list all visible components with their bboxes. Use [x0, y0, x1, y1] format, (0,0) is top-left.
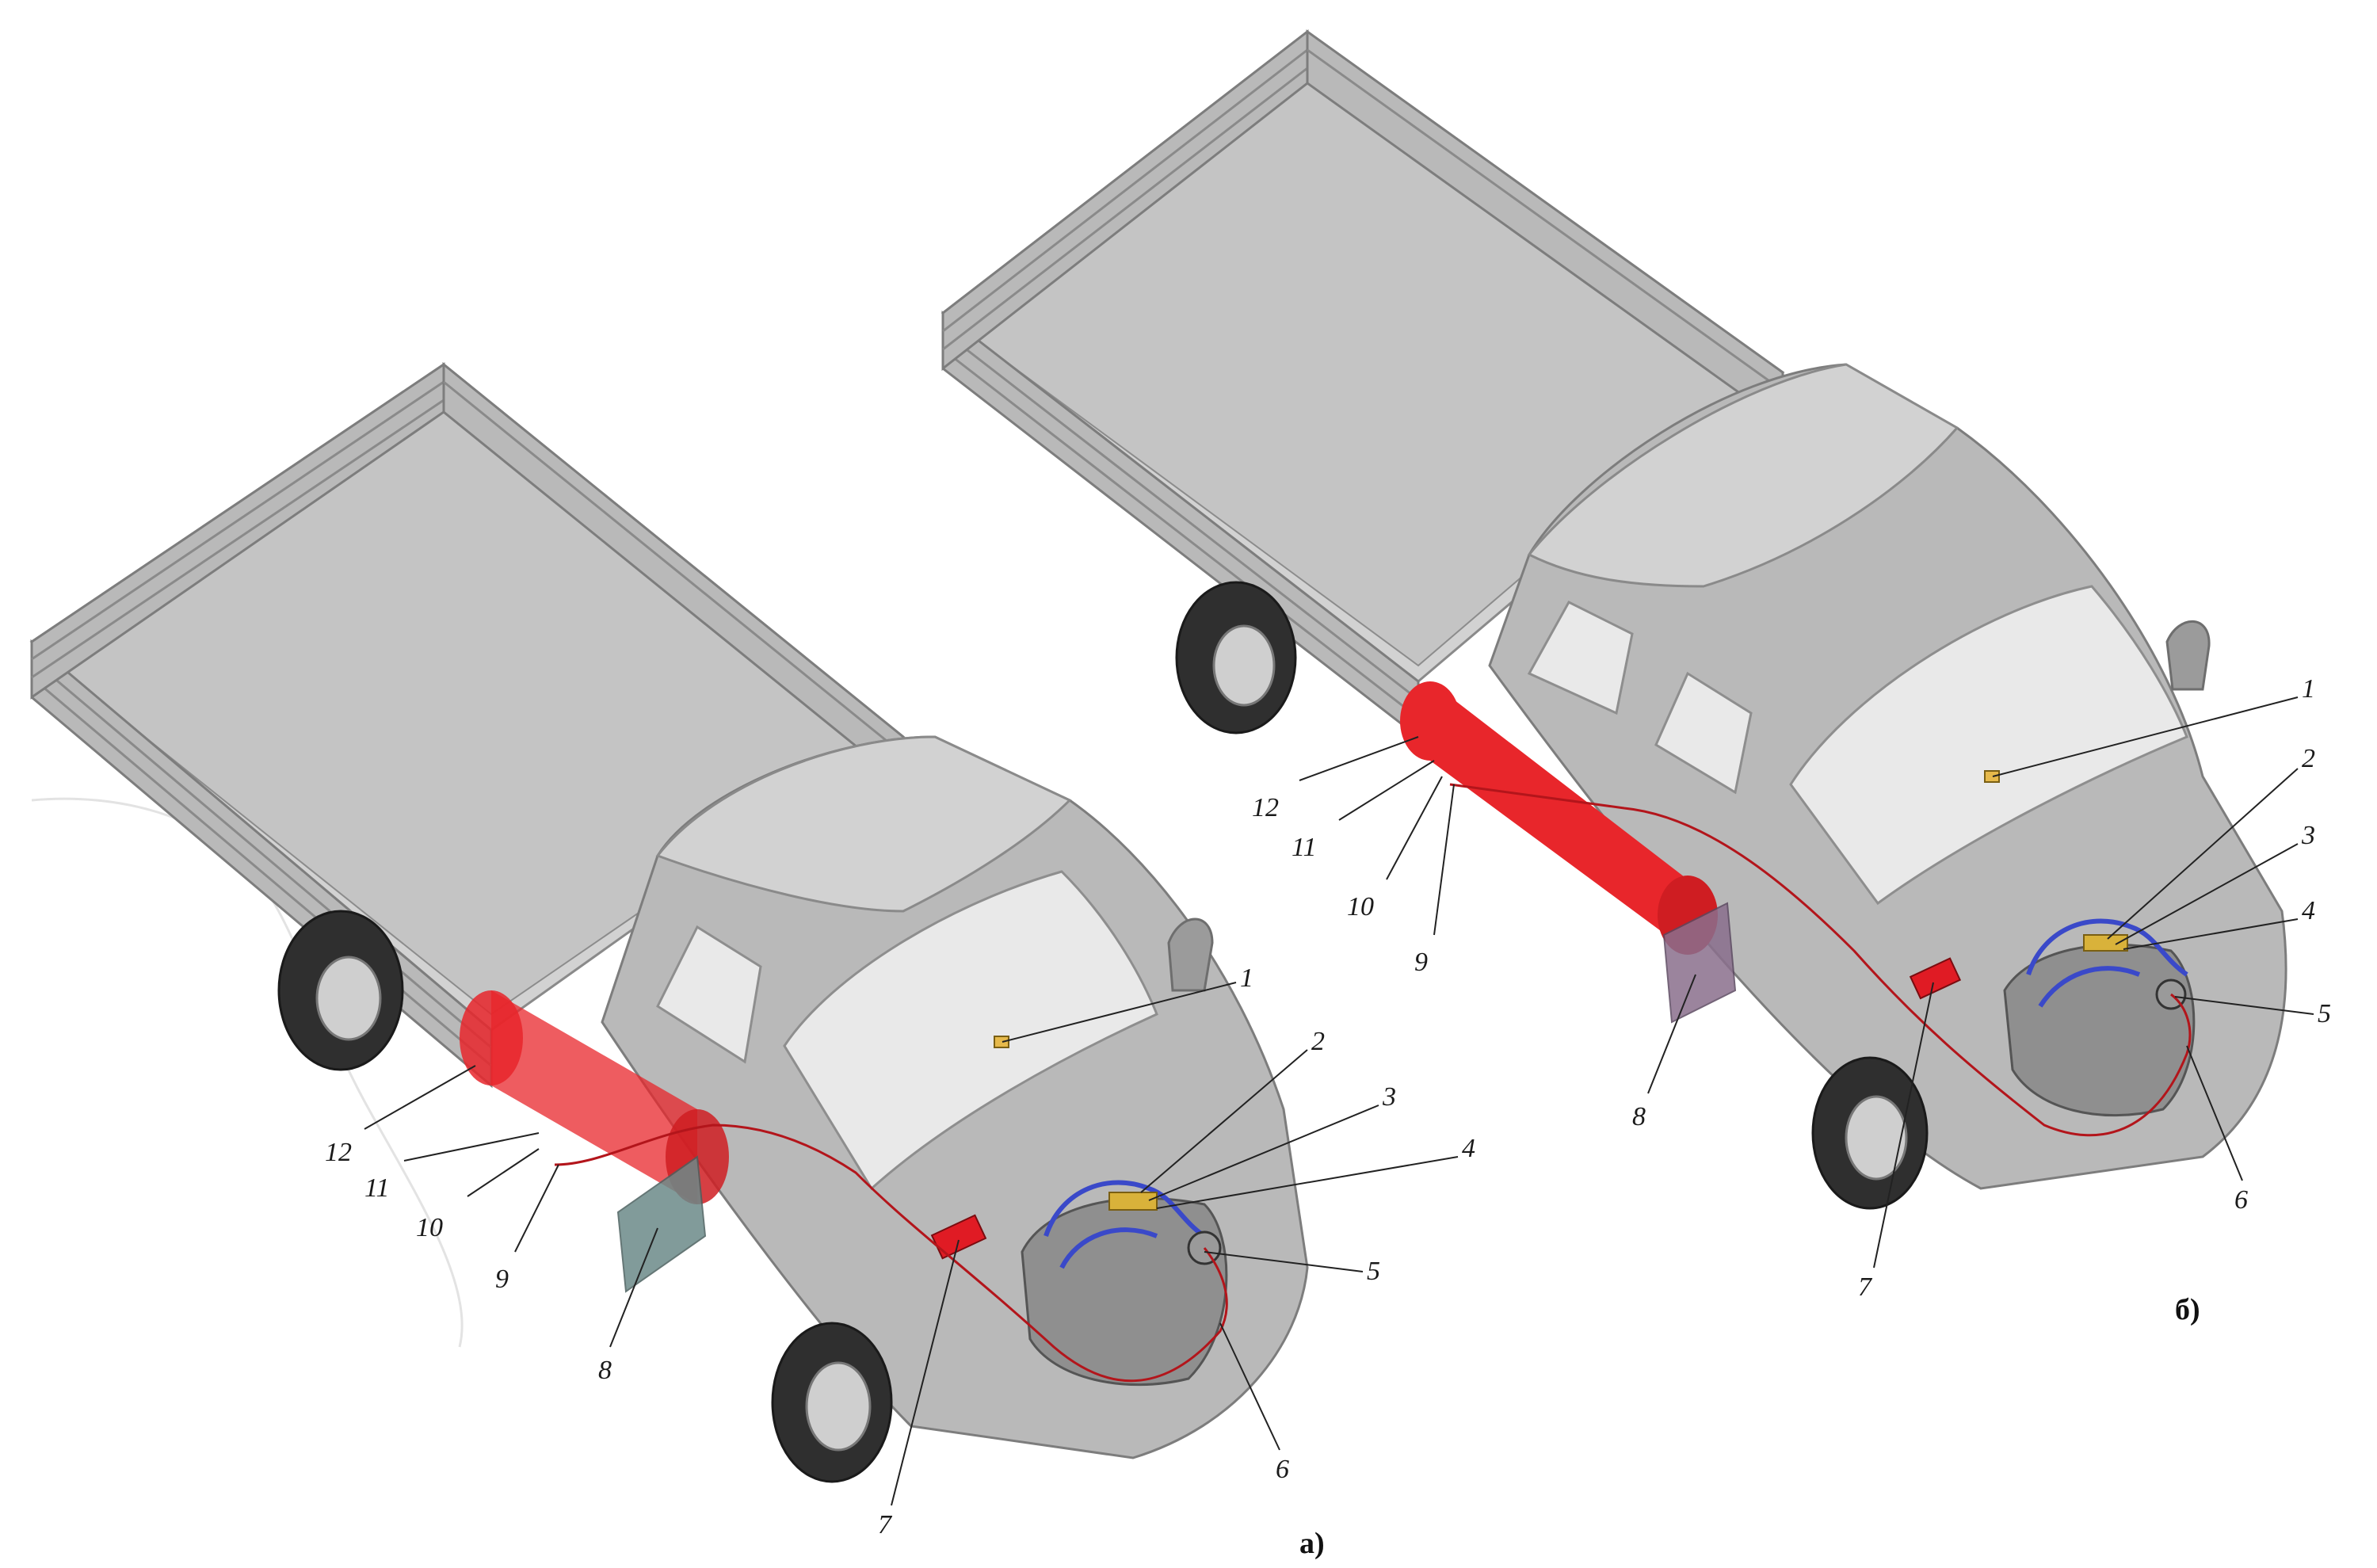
intake-hoses-b	[2026, 918, 2188, 977]
bed-slat-a2	[31, 676, 492, 1067]
bed-slat-a1	[31, 658, 492, 1049]
callout-b-2: 2	[2302, 744, 2315, 773]
callout-b-6: 6	[2234, 1185, 2248, 1215]
side-window-b2	[1654, 671, 1753, 795]
callout-b-11: 11	[1292, 833, 1316, 862]
callout-b-5: 5	[2318, 999, 2331, 1028]
callout-a-2: 2	[1311, 1027, 1325, 1056]
gas-injector-rail-b	[2083, 934, 2128, 952]
gas-injector-rail-a	[1108, 1192, 1158, 1211]
bed-slat-b5	[1307, 48, 1784, 392]
bed-slat-a3	[31, 380, 444, 661]
truck-a	[29, 361, 1309, 1483]
mirror-a	[1167, 918, 1214, 992]
caption-b: б)	[2175, 1293, 2200, 1326]
callout-b-3: 3	[2301, 821, 2315, 850]
front-rim-b	[1845, 1095, 1908, 1181]
callouts-b: 1 2 3 4 5 6 7 8 9 10 11 12	[1252, 674, 2331, 1302]
callout-a-3: 3	[1382, 1082, 1396, 1112]
bed-slat-a5	[443, 380, 904, 756]
rear-rim-b	[1212, 624, 1276, 707]
callout-b-8: 8	[1632, 1102, 1646, 1131]
ecu-unit-b	[1909, 957, 1962, 1000]
callout-a-4: 4	[1462, 1134, 1475, 1163]
windshield-b	[1789, 585, 2188, 906]
callout-b-12: 12	[1252, 793, 1279, 822]
side-window-a	[656, 925, 762, 1064]
cab-roof-a	[655, 735, 1072, 913]
callout-a-5: 5	[1367, 1257, 1380, 1286]
gas-line-b	[1449, 783, 2192, 1137]
front-rim-a	[805, 1361, 872, 1452]
rear-rim-a	[315, 956, 382, 1041]
side-window-b1	[1527, 601, 1634, 715]
callout-a-1: 1	[1240, 963, 1253, 993]
bed-slat-b4	[942, 67, 1308, 351]
filler-unit-b	[1662, 902, 1737, 1024]
bed-slat-b3	[942, 48, 1308, 333]
intake-hoses-b2	[2038, 966, 2141, 1008]
callout-a-9: 9	[495, 1265, 509, 1294]
callout-a-8: 8	[598, 1356, 612, 1385]
filler-unit-a	[616, 1155, 707, 1293]
windshield-a	[783, 870, 1158, 1191]
callout-a-7: 7	[878, 1510, 893, 1539]
engine-a	[1021, 1197, 1228, 1387]
bed-slat-b2	[942, 348, 1419, 719]
caption-a: а)	[1299, 1527, 1325, 1560]
callout-b-1: 1	[2302, 674, 2315, 704]
callout-a-6: 6	[1276, 1455, 1289, 1484]
callout-b-7: 7	[1858, 1272, 1873, 1302]
callout-b-4: 4	[2302, 896, 2315, 925]
bed-slat-a4	[31, 399, 444, 679]
callouts-a: 1 2 3 4 5 6 7 8 9 10 11 12	[325, 963, 1475, 1539]
fuel-switch-b	[1984, 770, 2000, 783]
fuel-switch-a	[994, 1036, 1009, 1048]
gas-line-a	[554, 1124, 1228, 1383]
mirror-b	[2165, 620, 2211, 691]
callout-a-11: 11	[364, 1173, 389, 1203]
callout-b-9: 9	[1414, 948, 1428, 977]
callout-a-10: 10	[416, 1213, 443, 1242]
intake-hoses-a2	[1059, 1227, 1158, 1269]
cab-roof-b	[1527, 363, 1959, 588]
callout-b-10: 10	[1347, 892, 1374, 921]
truck-b	[940, 29, 2287, 1210]
engine-b	[2003, 943, 2196, 1117]
intake-hoses-a	[1044, 1180, 1206, 1238]
callout-a-12: 12	[325, 1138, 352, 1167]
bed-slat-b1	[942, 330, 1419, 701]
